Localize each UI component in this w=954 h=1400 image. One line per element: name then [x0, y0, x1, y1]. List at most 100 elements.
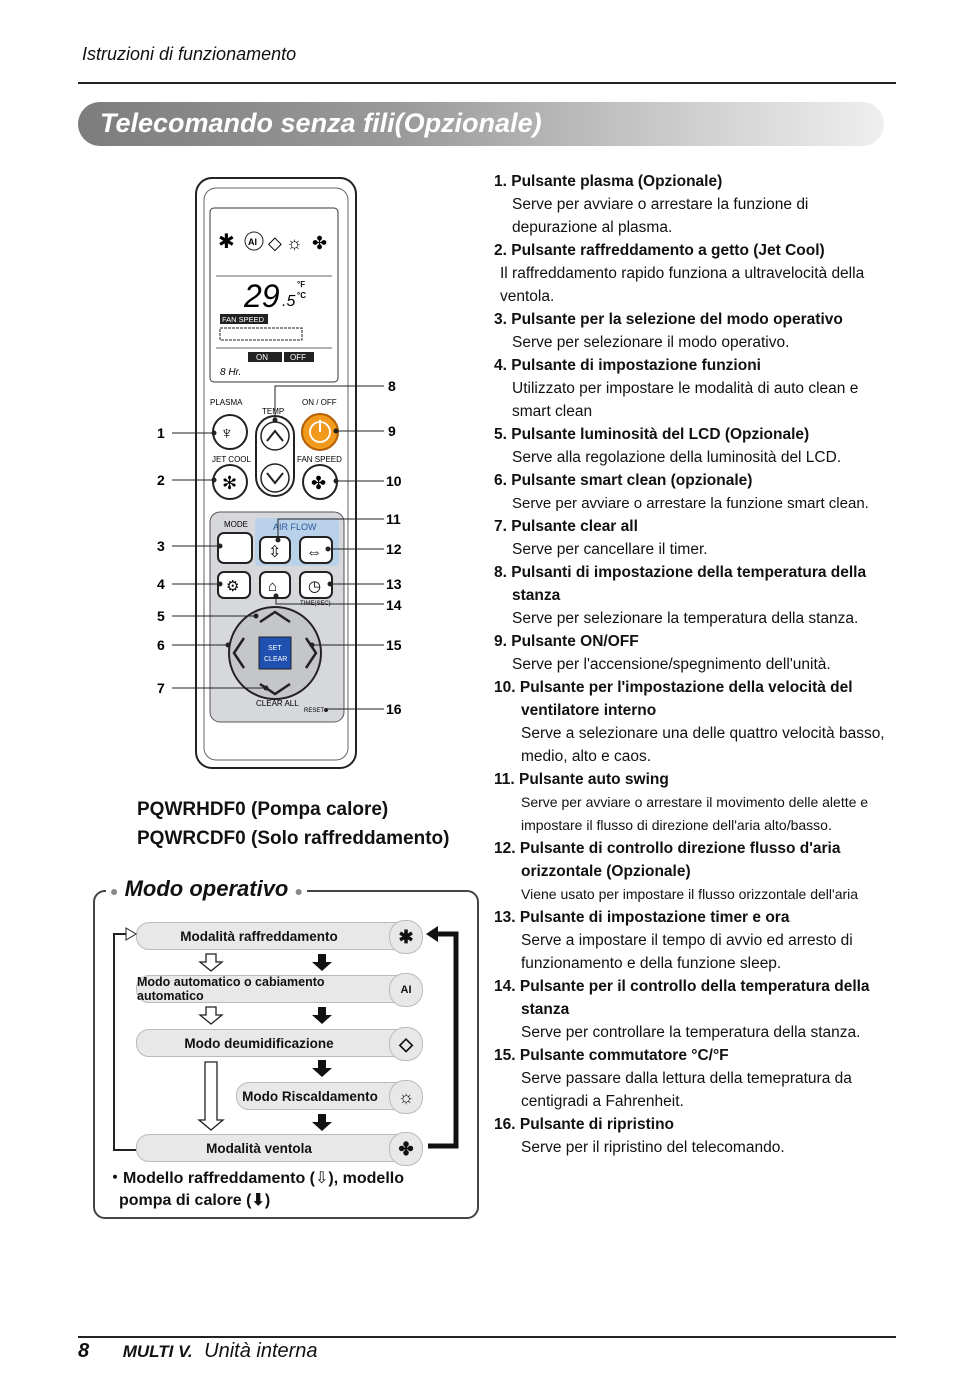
item-desc: Serve a selezionare una delle quattro ve… — [521, 725, 885, 765]
svg-text:✱: ✱ — [218, 231, 235, 253]
item-desc: Il raffreddamento rapido funziona a ultr… — [500, 265, 865, 305]
callout-8: 8 — [388, 378, 396, 394]
brand-logo: MULTI V. — [122, 1342, 193, 1361]
mode-dry-label: Modo deumidificazione — [184, 1035, 334, 1051]
item-title: 9. Pulsante ON/OFF — [494, 633, 639, 650]
header-section-title: Istruzioni di funzionamento — [82, 44, 297, 64]
callout-9: 9 — [388, 423, 396, 439]
item-desc: Viene usato per impostare il flusso oriz… — [521, 886, 859, 902]
item-title: 5. Pulsante luminosità del LCD (Opzional… — [494, 426, 810, 443]
list-item: 16. Pulsante di ripristino Serve per il … — [494, 1113, 894, 1159]
callout-14: 14 — [386, 597, 402, 613]
note-part-2: ), modello — [328, 1170, 404, 1187]
svg-text:⇳: ⇳ — [268, 544, 281, 561]
callout-6: 6 — [157, 637, 165, 653]
item-title: 13. Pulsante di impostazione timer e ora — [494, 909, 790, 926]
snowflake-icon: ✱ — [389, 920, 423, 954]
item-desc: Serve per avviare o arrestare la funzion… — [512, 196, 809, 236]
list-item: 4. Pulsante di impostazione funzioni Uti… — [494, 354, 894, 423]
ai-icon: AI — [389, 973, 423, 1007]
modo-operativo-title: ● Modo operativo ● — [106, 876, 307, 902]
item-title: 6. Pulsante smart clean (opzionale) — [494, 472, 753, 489]
callout-1: 1 — [157, 425, 165, 441]
note-part-1: ・Modello raffreddamento ( — [107, 1170, 316, 1187]
callout-2: 2 — [157, 472, 165, 488]
label-clear: CLEAR — [264, 656, 287, 663]
list-item: 7. Pulsante clear all Serve per cancella… — [494, 515, 894, 561]
label-airflow: AIR FLOW — [273, 522, 317, 532]
item-title: 16. Pulsante di ripristino — [494, 1116, 675, 1133]
item-title: 12. Pulsante di controllo direzione flus… — [494, 840, 841, 880]
sun-icon: ☼ — [389, 1080, 423, 1114]
item-desc: Serve per controllare la temperatura del… — [521, 1024, 861, 1041]
callout-10: 10 — [386, 473, 402, 489]
item-desc: Serve per l'accensione/spegnimento dell'… — [512, 656, 831, 673]
item-title: 10. Pulsante per l'impostazione della ve… — [494, 679, 853, 719]
model-names: PQWRHDF0 (Pompa calore) PQWRCDF0 (Solo r… — [137, 795, 449, 853]
lcd-temp: 29 — [243, 278, 280, 314]
svg-text:AI: AI — [248, 237, 257, 247]
lcd-timer: 8 Hr. — [220, 367, 241, 378]
item-desc: Serve passare dalla lettura della temepr… — [521, 1070, 852, 1110]
callout-7: 7 — [157, 680, 165, 696]
mode-heat: Modo Riscaldamento ☼ — [236, 1080, 423, 1114]
callout-11: 11 — [386, 511, 401, 527]
list-item: 13. Pulsante di impostazione timer e ora… — [494, 906, 894, 975]
list-item: 10. Pulsante per l'impostazione della ve… — [494, 676, 894, 768]
remote-illustration: ✱ AI ◇ ☼ ✤ 29 .5 °F °C FAN SPEED ON OFF … — [157, 177, 402, 769]
callout-16: 16 — [386, 701, 402, 717]
mode-heat-label: Modo Riscaldamento — [242, 1088, 378, 1104]
jetcool-icon: ✻ — [222, 473, 237, 493]
item-title: 4. Pulsante di impostazione funzioni — [494, 357, 761, 374]
item-desc: Serve per avviare o arrestare il movimen… — [521, 794, 869, 833]
model-line-1: PQWRHDF0 (Pompa calore) — [137, 799, 389, 820]
mode-fan: Modalità ventola ✤ — [136, 1132, 423, 1166]
callout-5: 5 — [157, 608, 165, 624]
list-item: 9. Pulsante ON/OFF Serve per l'accension… — [494, 630, 894, 676]
gear-icon: ⚙ — [226, 578, 239, 595]
fanspeed-icon: ✤ — [311, 473, 326, 493]
item-desc: Serve per avviare o arrestare la funzion… — [512, 495, 869, 512]
note-part-4: ) — [264, 1192, 271, 1209]
list-item: 5. Pulsante luminosità del LCD (Opzional… — [494, 423, 894, 469]
modo-note: ・Modello raffreddamento (⇩), modello pom… — [107, 1168, 404, 1212]
mode-dry: Modo deumidificazione ◇ — [136, 1027, 423, 1061]
item-desc: Serve per selezionare la temperatura del… — [512, 610, 859, 627]
sun-icon: ☼ — [286, 233, 303, 253]
label-reset: RESET — [304, 708, 324, 714]
list-item: 12. Pulsante di controllo direzione flus… — [494, 837, 894, 906]
button-description-list: 1. Pulsante plasma (Opzionale) Serve per… — [494, 170, 894, 1159]
item-desc: Serve a impostare il tempo di avvio ed a… — [521, 932, 853, 972]
label-set: SET — [268, 645, 282, 652]
label-temp: TEMP — [262, 407, 284, 416]
lcd-unit-c: °C — [297, 291, 306, 300]
fan-icon: ✤ — [389, 1132, 423, 1166]
item-title: 11. Pulsante auto swing — [494, 771, 669, 788]
item-title: 15. Pulsante commutatore °C/°F — [494, 1047, 729, 1064]
callout-15: 15 — [386, 637, 402, 653]
list-item: 14. Pulsante per il controllo della temp… — [494, 975, 894, 1044]
modo-title-text: Modo operativo — [124, 876, 289, 901]
item-desc: Serve per selezionare il modo operativo. — [512, 334, 790, 351]
filled-arrow-icon: ⬇ — [251, 1192, 265, 1209]
page-title: Telecomando senza fili(Opzionale) — [100, 108, 542, 138]
mode-cooling-label: Modalità raffreddamento — [180, 928, 338, 944]
mode-cooling: Modalità raffreddamento ✱ — [136, 920, 423, 954]
label-mode: MODE — [224, 520, 248, 529]
item-title: 3. Pulsante per la selezione del modo op… — [494, 311, 843, 328]
item-desc: Serve per il ripristino del telecomando. — [521, 1139, 785, 1156]
snowflake-icon: ✱ — [218, 231, 235, 253]
label-jetcool: JET COOL — [212, 455, 252, 464]
drop-icon: ◇ — [268, 233, 282, 253]
list-item: 11. Pulsante auto swing Serve per avviar… — [494, 768, 894, 837]
item-desc: Serve per cancellare il timer. — [512, 541, 708, 558]
clock-icon: ◷ — [308, 578, 321, 595]
lcd-unit-f: °F — [297, 280, 305, 289]
callout-4: 4 — [157, 576, 165, 592]
lcd-on: ON — [256, 353, 268, 362]
model-line-2: PQWRCDF0 (Solo raffreddamento) — [137, 828, 450, 849]
drop-icon: ◇ — [389, 1027, 423, 1061]
footer: 8 MULTI V. Unità interna — [78, 1340, 318, 1363]
label-fanspeed: FAN SPEED — [297, 455, 342, 464]
svg-text:⇔: ⇔ — [306, 544, 322, 561]
